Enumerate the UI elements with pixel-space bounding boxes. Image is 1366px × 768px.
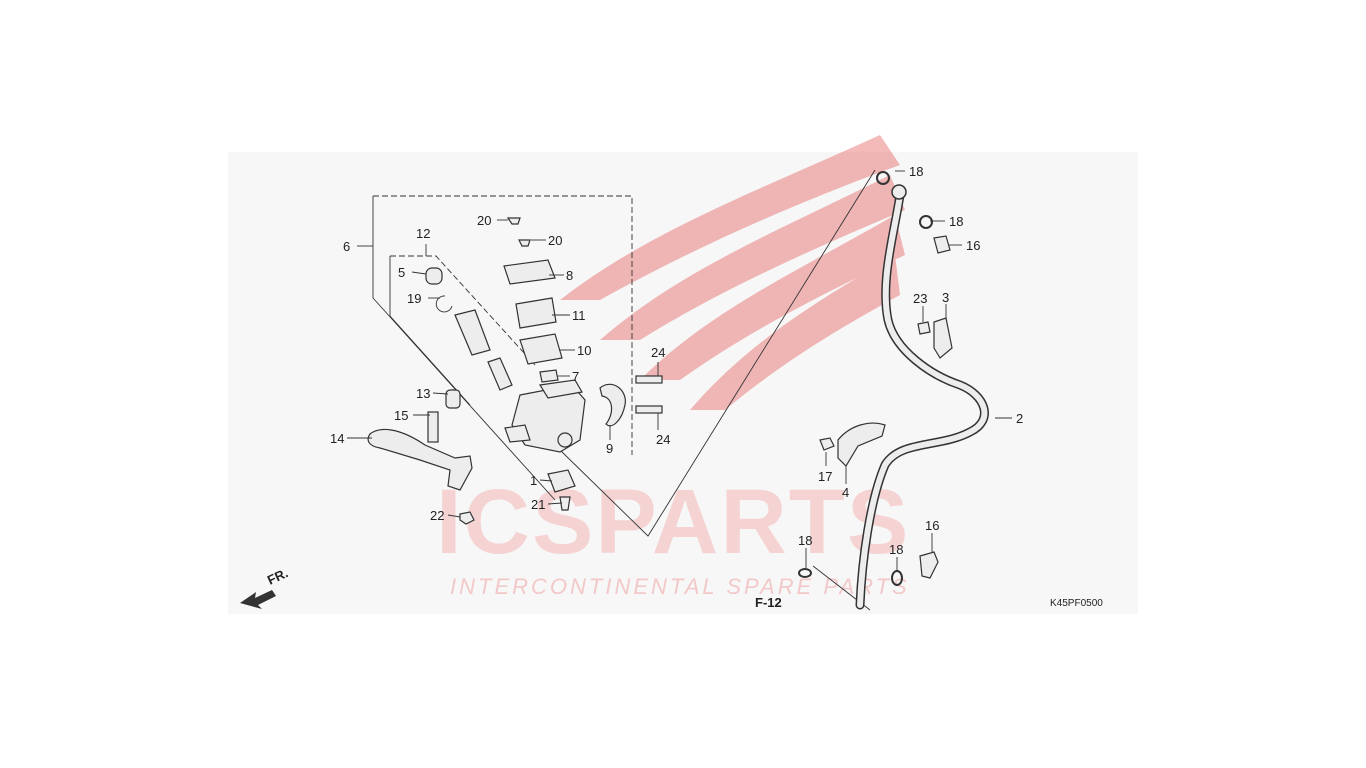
callout-3: 3: [942, 290, 949, 305]
callout-16-a: 16: [966, 238, 980, 253]
callout-8: 8: [566, 268, 573, 283]
callout-15: 15: [394, 408, 408, 423]
leader-lines: [347, 170, 1012, 572]
plate-11: [515, 297, 557, 329]
watermark-tagline: INTERCONTINENTAL SPARE PARTS: [450, 574, 910, 599]
hose-guide-4: [837, 422, 886, 467]
reservoir-cap-8: [503, 259, 556, 285]
hose-banjo-top: [891, 184, 907, 200]
callout-7: 7: [572, 369, 579, 384]
callout-2: 2: [1016, 411, 1023, 426]
callout-12: 12: [416, 226, 430, 241]
bolt-24-a: [635, 375, 663, 384]
switch-1: [547, 469, 576, 493]
callout-22: 22: [430, 508, 444, 523]
boot-5: [425, 267, 443, 285]
washer-18-a: [876, 171, 890, 185]
callout-13: 13: [416, 386, 430, 401]
callout-19: 19: [407, 291, 421, 306]
diaphragm-10: [519, 333, 563, 365]
callout-6: 6: [343, 239, 350, 254]
banjo-bolt-16-a: [933, 235, 951, 254]
piston-set-12: [454, 309, 491, 356]
callout-5: 5: [398, 265, 405, 280]
bolt-24-b: [635, 405, 663, 414]
group-outline-12: [390, 255, 536, 366]
spring: [487, 357, 513, 391]
callout-4: 4: [842, 485, 849, 500]
callout-21: 21: [531, 497, 545, 512]
diagram-panel: [228, 152, 1138, 614]
washer-18-b: [919, 215, 933, 229]
screw-20-b: [518, 239, 531, 247]
callout-24-a: 24: [651, 345, 665, 360]
screw-21: [559, 496, 571, 511]
watermark-brand: ICSPARTS: [436, 471, 910, 573]
watermark-text: ICSPARTS INTERCONTINENTAL SPARE PARTS: [436, 471, 910, 599]
watermark-wing-logo: [560, 135, 905, 410]
screw-20-a: [506, 217, 521, 225]
callout-18-a: 18: [909, 164, 923, 179]
callout-17: 17: [818, 469, 832, 484]
nut-22: [459, 511, 475, 525]
callout-18-c: 18: [798, 533, 812, 548]
group-outline-12-lower: [389, 256, 471, 406]
callouts: 6 12 5 19 20 20 8 11 10 7 13 15 14 1 21 …: [330, 164, 1023, 557]
callout-20-a: 20: [477, 213, 491, 228]
clamp-3: [933, 317, 953, 359]
circlip-19: [435, 295, 453, 313]
float-7: [539, 369, 559, 383]
section-reference: F-12: [755, 595, 782, 610]
banjo-bolt-16-b: [919, 551, 939, 579]
callout-24-b: 24: [656, 432, 670, 447]
pivot-bolt-15: [427, 411, 439, 443]
nut-17: [819, 437, 835, 451]
callout-10: 10: [577, 343, 591, 358]
callout-18-b: 18: [949, 214, 963, 229]
washer-18-c: [798, 568, 812, 578]
diagram-ref-code: K45PF0500: [1050, 598, 1103, 609]
callout-9: 9: [606, 441, 613, 456]
callout-1: 1: [530, 473, 537, 488]
callout-20-b: 20: [548, 233, 562, 248]
group-outline-6: [373, 195, 633, 455]
callout-18-d: 18: [889, 542, 903, 557]
brake-lever-14: [367, 428, 473, 491]
callout-23: 23: [913, 291, 927, 306]
callout-11: 11: [572, 308, 586, 323]
hose-leader: [559, 169, 876, 537]
pivot-collar-13: [445, 389, 461, 409]
master-cylinder-body: [504, 379, 586, 453]
callout-16-b: 16: [925, 518, 939, 533]
callout-14: 14: [330, 431, 344, 446]
bolt-23: [917, 321, 931, 335]
group-outline-6-lower: [372, 196, 556, 501]
holder-9: [599, 383, 626, 427]
